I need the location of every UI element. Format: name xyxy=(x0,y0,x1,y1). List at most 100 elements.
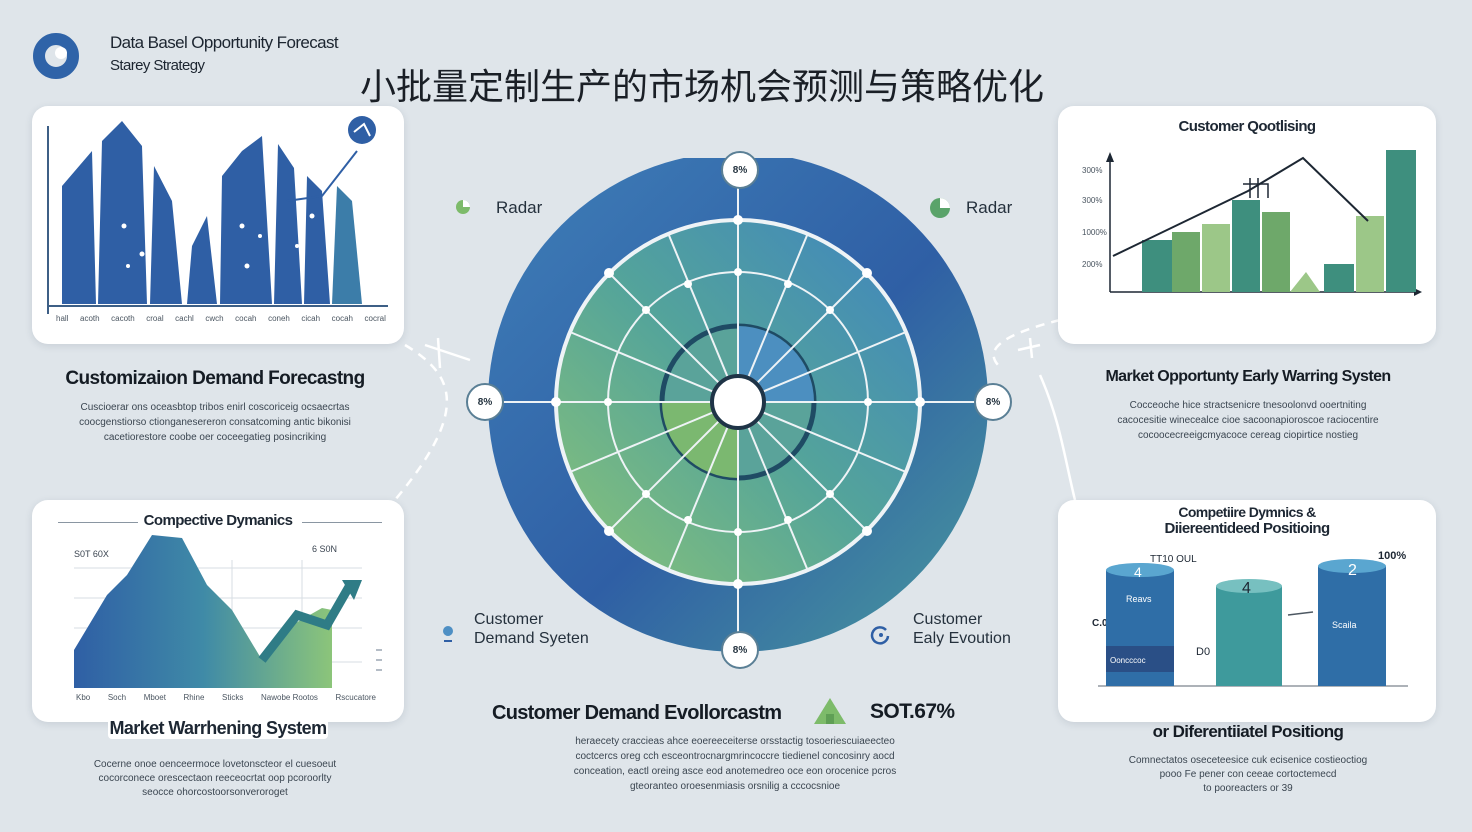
desc-line: cocorconece orescectaon reeceocrtat oop … xyxy=(98,773,332,784)
desc-line: heraecety craccieas ahce eoereeceiterse … xyxy=(575,736,895,747)
desc-line: pooo Fe pener con ceeae cortoctemecd xyxy=(1159,769,1337,780)
center-heading: Customer Demand Evollorcastm xyxy=(492,702,782,724)
y-tick: 1000% xyxy=(1082,228,1107,237)
annotation-right: 6 S0N xyxy=(312,544,338,554)
x-tick: Sticks xyxy=(222,693,244,702)
x-tick: cwch xyxy=(205,314,224,323)
desc-line: Cocceoche hice stractsenicre tnesoolonvd… xyxy=(1129,400,1367,411)
badge-right: 8% xyxy=(974,383,1012,421)
bar2-value: 4 xyxy=(1242,580,1251,597)
badge-bottom: 8% xyxy=(721,631,759,669)
y-tick: 200% xyxy=(1082,260,1103,269)
title-rule-left xyxy=(58,522,138,523)
desc-line: coctcercs oreg cch esceontrocnargmrincoc… xyxy=(575,751,895,762)
x-tick: cocral xyxy=(364,314,386,323)
desc-line: Cocerne onoe oenceermoce lovetonscteor e… xyxy=(93,759,337,770)
x-tick: Rscucatore xyxy=(335,693,376,702)
label-d0: D0 xyxy=(1196,646,1211,658)
y-tick: 300% xyxy=(1082,196,1103,205)
radar-icon-right xyxy=(928,196,952,225)
brand-line1: Data Basel Opportunity Forecast xyxy=(110,33,339,52)
heading-market-opportunity: Market Opportunty Early Warring Systen xyxy=(1105,368,1391,385)
customer-right: Customer Ealy Evoution xyxy=(913,610,1011,648)
x-tick: Kbo xyxy=(76,693,91,702)
customer-left: Customer Demand Syeten xyxy=(474,610,589,648)
x-tick: Nawobe Rootos xyxy=(261,693,318,702)
brand-line2: Starey Strategy xyxy=(110,57,205,74)
card-demand-forecast: hall acoth cacoth croal cachl cwch cocah… xyxy=(32,106,404,344)
x-tick: acoth xyxy=(80,314,100,323)
customer-left-line2: Demand Syeten xyxy=(474,630,589,647)
desc-line: to pooreacters or 39 xyxy=(1203,783,1293,794)
bar-line-chart-graphic xyxy=(1106,150,1422,296)
radar-wheel-graphic xyxy=(488,158,988,652)
desc-line: cocoocecreeigcmyacoce cereag ciopirtice … xyxy=(1137,430,1359,441)
cylinder-bar-chart-graphic xyxy=(1098,559,1408,687)
customer-left-line1: Customer xyxy=(474,611,544,628)
pin-icon xyxy=(440,623,456,650)
refresh-icon xyxy=(870,624,892,651)
center-stat: SOT.67% xyxy=(870,700,955,723)
x-tick: coneh xyxy=(268,314,290,323)
card-title-line2: Diiereentideed Positioing xyxy=(1164,520,1330,537)
heading-differentiated-positioning: or Diferentiiatel Positiong xyxy=(1152,722,1344,741)
customer-right-line2: Ealy Evoution xyxy=(913,630,1011,647)
radar-label-right: Radar xyxy=(966,198,1013,217)
bar3-text: Scaila xyxy=(1332,620,1357,630)
pie-chart-icon xyxy=(930,198,950,218)
bar3-value: 2 xyxy=(1348,562,1357,579)
heading-demand-forecast: Customizaiıon Demand Forecastng xyxy=(65,368,365,389)
bar1-value: 4 xyxy=(1134,564,1142,580)
card-differentiated-positioning: Competiire Dymnics & Diiereentideed Posi… xyxy=(1058,500,1436,722)
bar1-base: Ooncccoc xyxy=(1110,656,1146,665)
desc-demand-forecast: Cuscioerar ons oceasbtop tribos enirl co… xyxy=(40,400,390,445)
radar-icon-left xyxy=(453,197,473,222)
card-competitive-dynamics: Compective Dymanics S0T 60X 6 S0N Kbo So… xyxy=(32,500,404,722)
card-title: Customer Qootlising xyxy=(1178,118,1317,135)
x-axis-ticks: hall acoth cacoth croal cachl cwch cocah… xyxy=(56,314,386,323)
badge-top: 8% xyxy=(721,151,759,189)
brand-logo xyxy=(32,32,80,80)
x-tick: cicah xyxy=(301,314,321,323)
desc-differentiated-positioning: Comnectatos oseceteesice cuk ecisenice c… xyxy=(1068,754,1428,796)
donut-logo-icon xyxy=(33,33,79,79)
label-ttl: TT10 OUL xyxy=(1150,554,1197,565)
desc-line: coocgenstiorso ctionganesereron consatco… xyxy=(79,417,351,428)
x-tick: Mboet xyxy=(143,693,166,702)
up-triangle-icon xyxy=(812,696,848,731)
desc-line: Comnectatos oseceteesice cuk ecisenice c… xyxy=(1128,755,1368,766)
x-tick: hall xyxy=(56,314,69,323)
desc-line: cacetiorestore coobe oer coceegatieg pos… xyxy=(103,432,327,443)
desc-line: Cuscioerar ons oceasbtop tribos enirl co… xyxy=(80,402,350,413)
y-tick: 300% xyxy=(1082,166,1103,175)
annotation-left: S0T 60X xyxy=(74,549,109,559)
pie-icon xyxy=(456,200,470,214)
x-tick: Rhine xyxy=(183,693,205,702)
bar1-text: Reavs xyxy=(1126,594,1152,604)
x-tick: cocah xyxy=(235,314,257,323)
desc-line: conceation, eactl oreing asce eod anotem… xyxy=(573,766,897,777)
x-tick: cocah xyxy=(331,314,353,323)
radar-label-left: Radar xyxy=(496,198,543,217)
customer-right-line1: Customer xyxy=(913,611,983,628)
card-title-line1: Competiire Dymnics & xyxy=(1178,504,1316,520)
center-desc: heraecety craccieas ahce eoereeceiterse … xyxy=(520,734,950,794)
desc-line: cacocesitie winecealce cioe sacoonapioro… xyxy=(1117,415,1379,426)
desc-market-warning: Cocerne onoe oenceermoce lovetonscteor e… xyxy=(40,758,390,800)
x-tick: cachl xyxy=(175,314,194,323)
desc-market-opportunity: Cocceoche hice stractsenicre tnesoolonvd… xyxy=(1068,398,1428,443)
page-title: 小批量定制生产的市场机会预测与策略优化 xyxy=(360,66,1045,107)
title-rule-right xyxy=(302,522,382,523)
desc-line: gteoranteo oroesenmiasis orsnilig a ccco… xyxy=(629,781,841,792)
card-customer-positioning: Customer Qootlising 300% 300% 1000% 200% xyxy=(1058,106,1436,344)
card-title: Compective Dymanics xyxy=(143,512,293,529)
desc-line: seocce ohorcostoorsonveroroget xyxy=(142,787,288,798)
badge-left: 8% xyxy=(466,383,504,421)
x-tick: Soch xyxy=(107,693,127,702)
heading-market-warning-label: Market Warrhening System xyxy=(108,718,328,739)
label-c01: C.0t xyxy=(1092,618,1111,629)
x-axis-ticks: Kbo Soch Mboet Rhine Sticks Nawobe Rooto… xyxy=(76,693,376,702)
label-100: 100% xyxy=(1378,550,1407,562)
area-chart-graphic xyxy=(74,535,382,688)
